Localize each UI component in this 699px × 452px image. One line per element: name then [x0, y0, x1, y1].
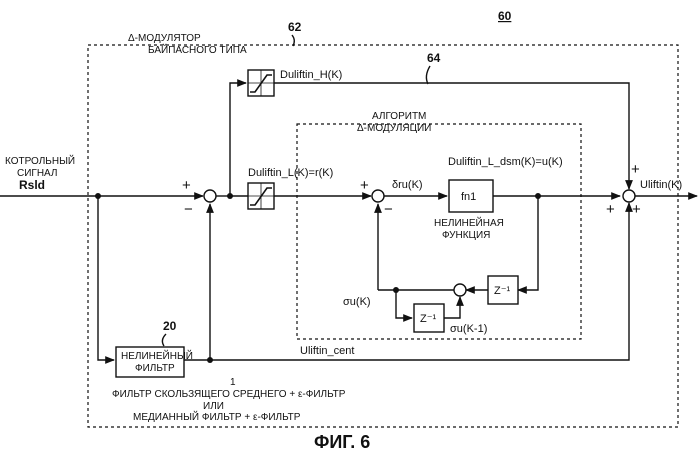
figure-number: 60	[498, 9, 512, 23]
delay-label-2: Z⁻¹	[420, 313, 437, 325]
filter-note-line1: ФИЛЬТР СКОЛЬЗЯЩЕГО СРЕДНЕГО + ε-ФИЛЬТР	[112, 389, 346, 400]
cent-label: Uliftin_cent	[300, 345, 354, 357]
delay-label-1: Z⁻¹	[494, 285, 511, 297]
filter-note-line3: МЕДИАННЫЙ ФИЛЬТР + ε-ФИЛЬТР	[133, 410, 301, 423]
algorithm-title-line1: АЛГОРИТМ	[372, 111, 426, 122]
out-plus-bottom: +	[632, 201, 641, 218]
bypass-leader-line	[426, 66, 430, 84]
sum2-minus-sign: −	[384, 201, 393, 218]
filter-leader-line	[162, 334, 166, 346]
fn1-label: fn1	[461, 191, 476, 203]
u-feedback-wire	[518, 196, 538, 290]
output-label: Uliftin(K)	[640, 179, 682, 191]
summing-junction-3	[454, 284, 466, 296]
signal-sigma-u-prev-label: σu(K-1)	[450, 323, 487, 335]
filter-label-line2: ФИЛЬТР	[135, 363, 175, 374]
sum2-plus-sign: +	[360, 177, 369, 194]
sum1-plus-sign: +	[182, 177, 191, 194]
algorithm-title-line2: Δ-МОДУЛЯЦИИ	[357, 123, 431, 134]
sum1-minus-sign: −	[184, 201, 193, 218]
input-label-line3: Rsld	[19, 178, 45, 192]
fn-caption-line2: ФУНКЦИЯ	[442, 230, 490, 241]
signal-h-label: Duliftin_H(K)	[280, 69, 342, 81]
delay2-output-wire	[444, 297, 460, 318]
stray-mark: 1	[230, 377, 236, 388]
modulator-number: 62	[288, 20, 302, 34]
summing-junction-2	[372, 190, 384, 202]
filter-label-line1: НЕЛИНЕЙНЫЙ	[121, 349, 193, 362]
signal-dsm-label: Duliftin_L_dsm(K)=u(K)	[448, 156, 563, 168]
out-plus-top: +	[631, 161, 640, 178]
modulator-title-line1: Δ-МОДУЛЯТОР	[128, 33, 201, 44]
bypass-number: 64	[427, 51, 441, 65]
modulator-leader-line	[292, 35, 294, 46]
cent-wire	[210, 203, 629, 360]
delay2-input-wire	[396, 290, 412, 318]
filter-number: 20	[163, 319, 177, 333]
filter-input-wire	[98, 196, 114, 360]
filter-note-line2: ИЛИ	[203, 401, 224, 412]
signal-delta-ru-label: δru(K)	[392, 179, 423, 191]
limiter-h-input-wire	[230, 83, 246, 196]
out-plus-left: +	[606, 201, 615, 218]
figure-caption: ФИГ. 6	[314, 432, 370, 452]
summing-junction-1	[204, 190, 216, 202]
signal-sigma-u-label: σu(K)	[343, 296, 371, 308]
fn-caption-line1: НЕЛИНЕЙНАЯ	[434, 216, 504, 229]
signal-l-label: Duliftin_L(K)=r(K)	[248, 167, 333, 179]
input-label-line1: КОТРОЛЬНЫЙ	[5, 154, 75, 167]
modulator-title-line2: БАЙПАСНОГО ТИПА	[148, 43, 247, 56]
